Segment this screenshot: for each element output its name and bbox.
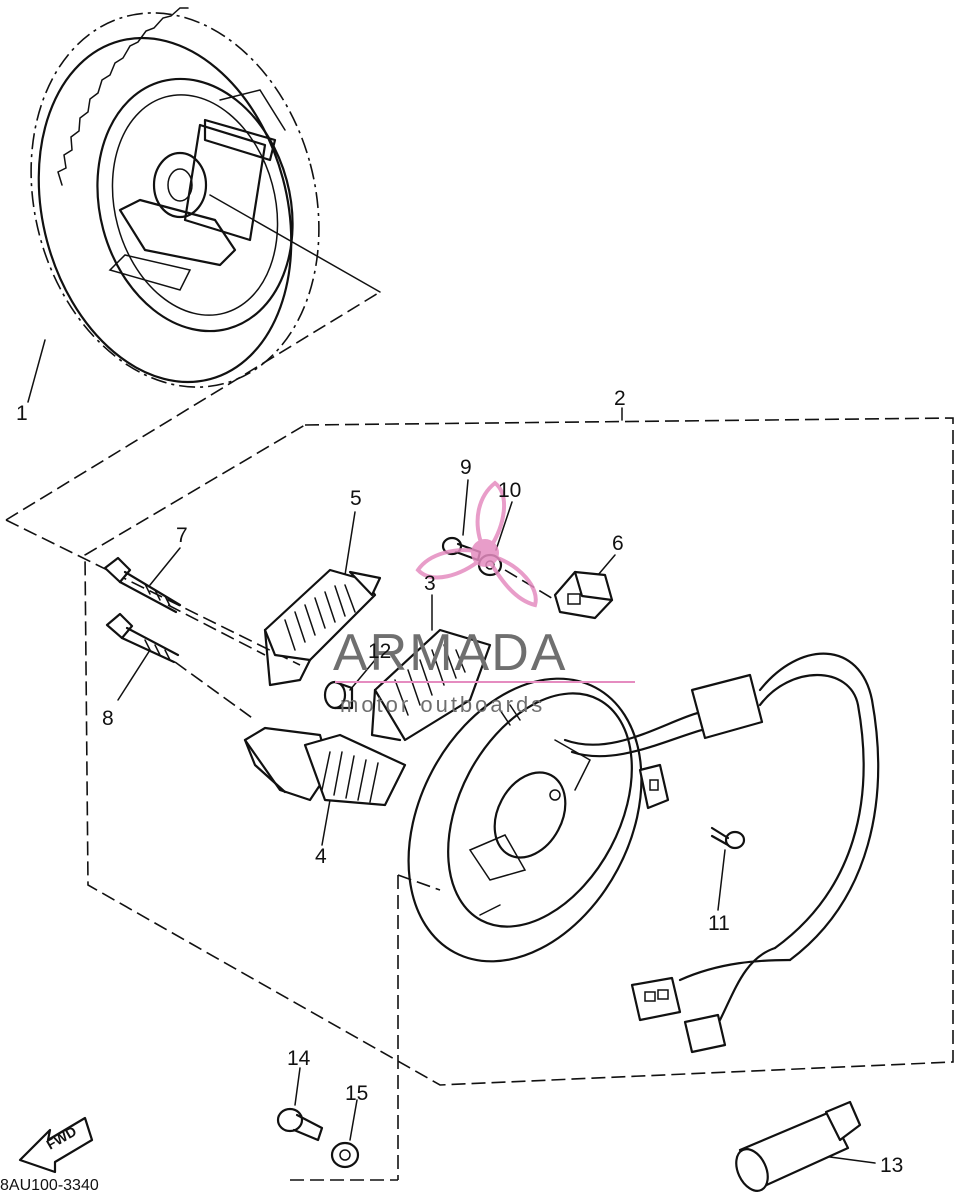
callout-15: 15 — [345, 1082, 368, 1105]
watermark: ARMADA motor outboards — [333, 480, 635, 717]
callout-7: 7 — [176, 524, 188, 547]
footer-code: 8AU100-3340 — [0, 1177, 99, 1194]
assembly-outline — [5, 291, 954, 1181]
leader-lines — [27, 339, 876, 1164]
coil-4 — [243, 726, 407, 807]
bolt-14 — [276, 1107, 324, 1142]
watermark-brand: ARMADA — [333, 624, 567, 682]
callout-6: 6 — [612, 532, 624, 555]
fwd-arrow: FWD — [18, 1116, 94, 1174]
terminal-6 — [553, 570, 614, 620]
wiring-harness — [563, 652, 880, 1054]
callout-4: 4 — [315, 845, 327, 868]
watermark-tagline: motor outboards — [340, 692, 545, 717]
coil-5 — [263, 568, 382, 687]
flywheel-rotor — [30, 7, 381, 388]
callout-10: 10 — [498, 479, 521, 502]
callout-2: 2 — [614, 387, 626, 410]
tool-13 — [735, 1100, 862, 1192]
bolt-8 — [105, 612, 180, 664]
callout-11: 11 — [708, 912, 730, 935]
callout-3: 3 — [424, 572, 436, 595]
stator-base-plate — [407, 677, 670, 963]
callout-labels: 1 2 3 4 5 6 7 8 9 10 11 12 13 14 15 — [16, 387, 903, 1177]
callout-13: 13 — [880, 1154, 903, 1177]
screw-11 — [710, 826, 746, 850]
washer-15 — [330, 1141, 360, 1169]
coil-3 — [370, 628, 492, 742]
callout-9: 9 — [460, 456, 472, 479]
callout-14: 14 — [287, 1047, 311, 1070]
callout-1: 1 — [16, 402, 28, 425]
callout-12: 12 — [368, 640, 391, 663]
callout-5: 5 — [350, 487, 362, 510]
propeller-icon — [415, 480, 538, 608]
bolt-7 — [103, 556, 182, 614]
callout-8: 8 — [102, 707, 114, 730]
